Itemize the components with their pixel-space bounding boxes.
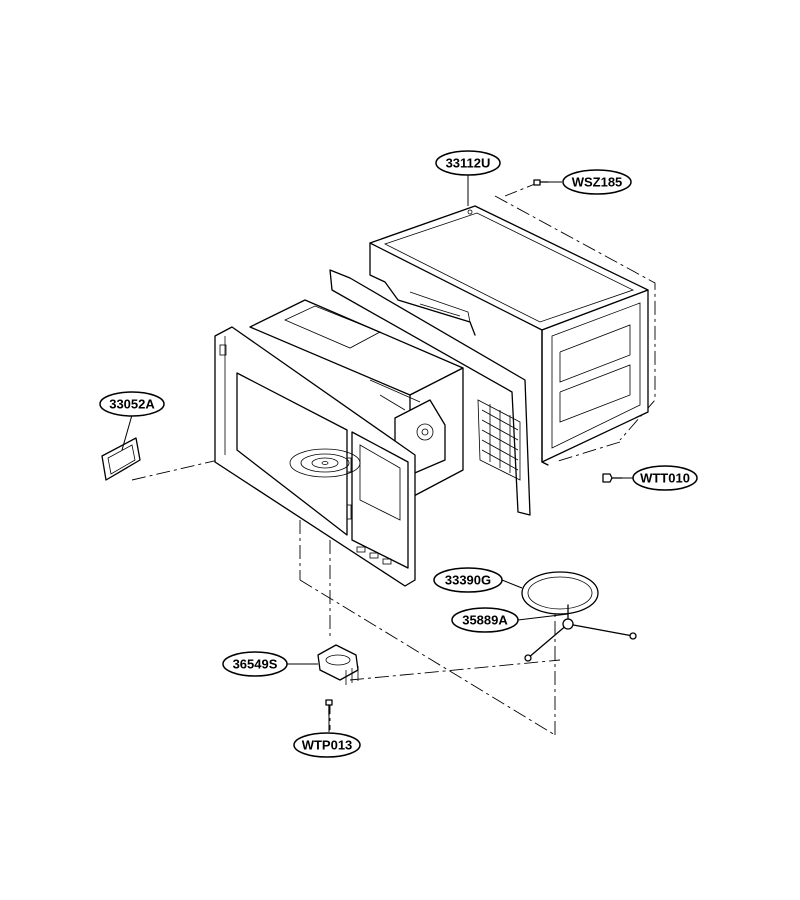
motor-screw-part	[325, 699, 333, 716]
part-code-36549S: 36549S	[233, 657, 278, 672]
inner-chassis-drawing	[249, 269, 531, 516]
screw-rear-part	[602, 473, 623, 483]
callout-WTT010: WTT010	[632, 465, 698, 491]
callout-33052A: 33052A	[99, 391, 165, 417]
part-code-WTP013: WTP013	[302, 738, 353, 753]
screw-top-part	[533, 179, 549, 186]
part-code-WTT010: WTT010	[640, 471, 690, 486]
callout-36549S: 36549S	[222, 651, 288, 677]
callout-WSZ185: WSZ185	[562, 169, 632, 195]
cover-plate-part	[101, 437, 141, 481]
callout-33112U: 33112U	[435, 150, 501, 176]
part-code-WSZ185: WSZ185	[572, 175, 623, 190]
callout-35889A: 35889A	[451, 607, 519, 633]
callout-33390G: 33390G	[433, 567, 503, 593]
front-frame-drawing	[214, 326, 416, 587]
part-code-33112U: 33112U	[446, 156, 491, 171]
part-code-33052A: 33052A	[109, 397, 155, 412]
part-code-35889A: 35889A	[462, 613, 508, 628]
callout-WTP013: WTP013	[293, 732, 361, 758]
leader-lines	[121, 175, 635, 732]
roller-guide-part	[524, 604, 637, 662]
part-code-33390G: 33390G	[445, 573, 491, 588]
vent-grid	[481, 404, 519, 473]
outer-cabinet-drawing	[369, 205, 649, 466]
turntable-motor-part	[317, 644, 359, 685]
glass-tray-part	[521, 571, 599, 615]
